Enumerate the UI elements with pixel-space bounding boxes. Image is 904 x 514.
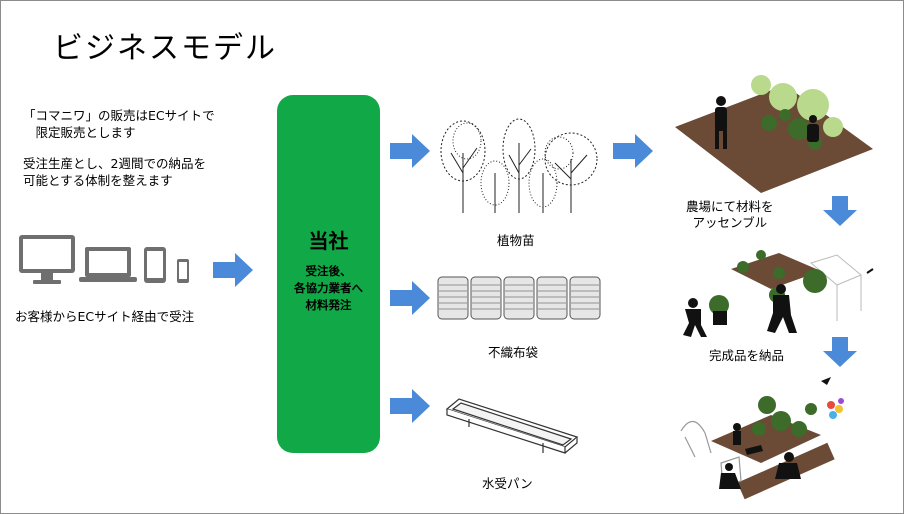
material-label: 不織布袋 [488, 345, 539, 360]
company-name: 当社 [308, 229, 349, 253]
material-label: 植物苗 [497, 233, 535, 248]
company-description: 受注後、 各協力業者へ 材料発注 [294, 264, 363, 312]
tray-icon [443, 395, 581, 457]
page-title: ビジネスモデル [53, 31, 277, 66]
arrow-right-icon [390, 389, 430, 423]
farm-assembly-illustration [673, 57, 873, 193]
company-block: 当社 受注後、 各協力業者へ 材料発注 [277, 95, 380, 453]
note-ec-sales: 「コマニワ」の販売はECサイトで 限定販売とします [23, 108, 215, 140]
arrow-down-icon [823, 196, 857, 226]
note-production: 受注生産とし、2週間での納品を 可能とする体制を整えます [23, 156, 206, 188]
bag-icon [437, 273, 601, 323]
devices-icon [19, 235, 195, 291]
arrow-right-icon [613, 134, 653, 168]
arrow-down-icon [823, 337, 857, 367]
delivery-illustration [671, 225, 881, 341]
step-label: 完成品を納品 [709, 348, 785, 363]
step-label: 農場にて材料を アッセンブル [686, 199, 774, 230]
customer-caption: お客様からECサイト経由で受注 [15, 309, 195, 324]
arrow-right-icon [390, 134, 430, 168]
material-label: 水受パン [482, 476, 533, 491]
garden-illustration [671, 371, 861, 511]
arrow-right-icon [213, 253, 253, 287]
arrow-right-icon [390, 281, 430, 315]
tree-icon [437, 113, 603, 215]
